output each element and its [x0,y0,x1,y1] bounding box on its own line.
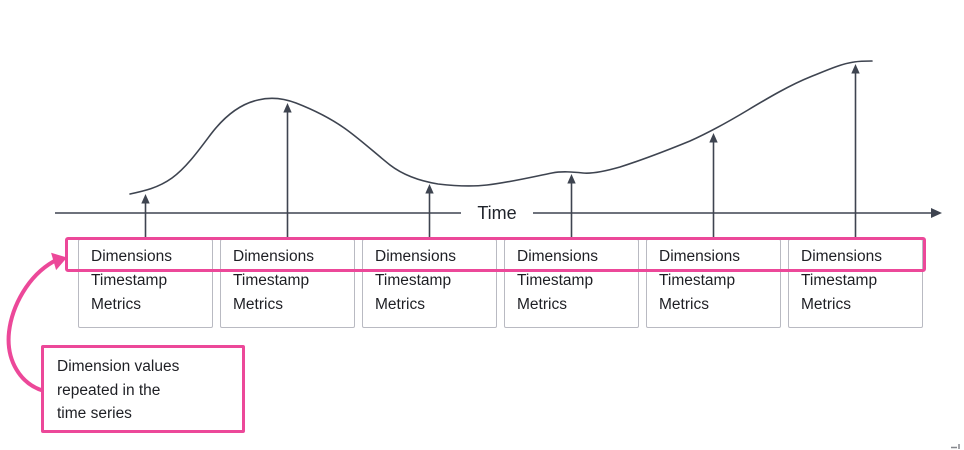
record-metrics-label: Metrics [801,296,851,313]
time-axis-label: Time [477,203,516,223]
record-metrics-label: Metrics [91,296,141,313]
record-box-6: Dimensions Timestamp Metrics [788,239,923,328]
time-axis [55,208,942,218]
record-timestamp-label: Timestamp [233,272,310,289]
corner-artifact [951,444,960,449]
record-timestamp-label: Timestamp [375,272,452,289]
record-box-1: Dimensions Timestamp Metrics [78,239,213,328]
record-dimensions-label: Dimensions [375,248,456,265]
record-timestamp-label: Timestamp [659,272,736,289]
time-series-curve [129,60,873,195]
record-metrics-label: Metrics [517,296,567,313]
record-box-4: Dimensions Timestamp Metrics [504,239,639,328]
record-box-5: Dimensions Timestamp Metrics [646,239,781,328]
callout-text-line: repeated in the [57,381,161,399]
record-metrics-label: Metrics [659,296,709,313]
record-dimensions-label: Dimensions [233,248,314,265]
record-box-2: Dimensions Timestamp Metrics [220,239,355,328]
record-timestamp-label: Timestamp [517,272,594,289]
record-timestamp-label: Timestamp [801,272,878,289]
callout-text-line: time series [57,405,132,422]
record-dimensions-label: Dimensions [91,248,172,265]
timestamp-arrow-6 [851,64,860,241]
record-dimensions-label: Dimensions [801,248,882,265]
record-metrics-label: Metrics [233,296,283,313]
timestamp-arrow-5 [709,133,718,241]
record-dimensions-label: Dimensions [517,248,598,265]
record-metrics-label: Metrics [375,296,425,313]
timestamp-arrow-1 [141,194,150,241]
record-timestamp-label: Timestamp [91,272,168,289]
callout-text-line: Dimension values [57,358,180,375]
timestamp-arrow-3 [425,184,434,241]
record-box-3: Dimensions Timestamp Metrics [362,239,497,328]
timestamp-arrow-2 [283,103,292,241]
record-dimensions-label: Dimensions [659,248,740,265]
callout-box: Dimension values repeated in the time se… [41,345,245,433]
timestamp-arrow-4 [567,174,576,241]
callout-arrow [6,252,67,393]
dimensions-highlight-rect [65,237,926,272]
